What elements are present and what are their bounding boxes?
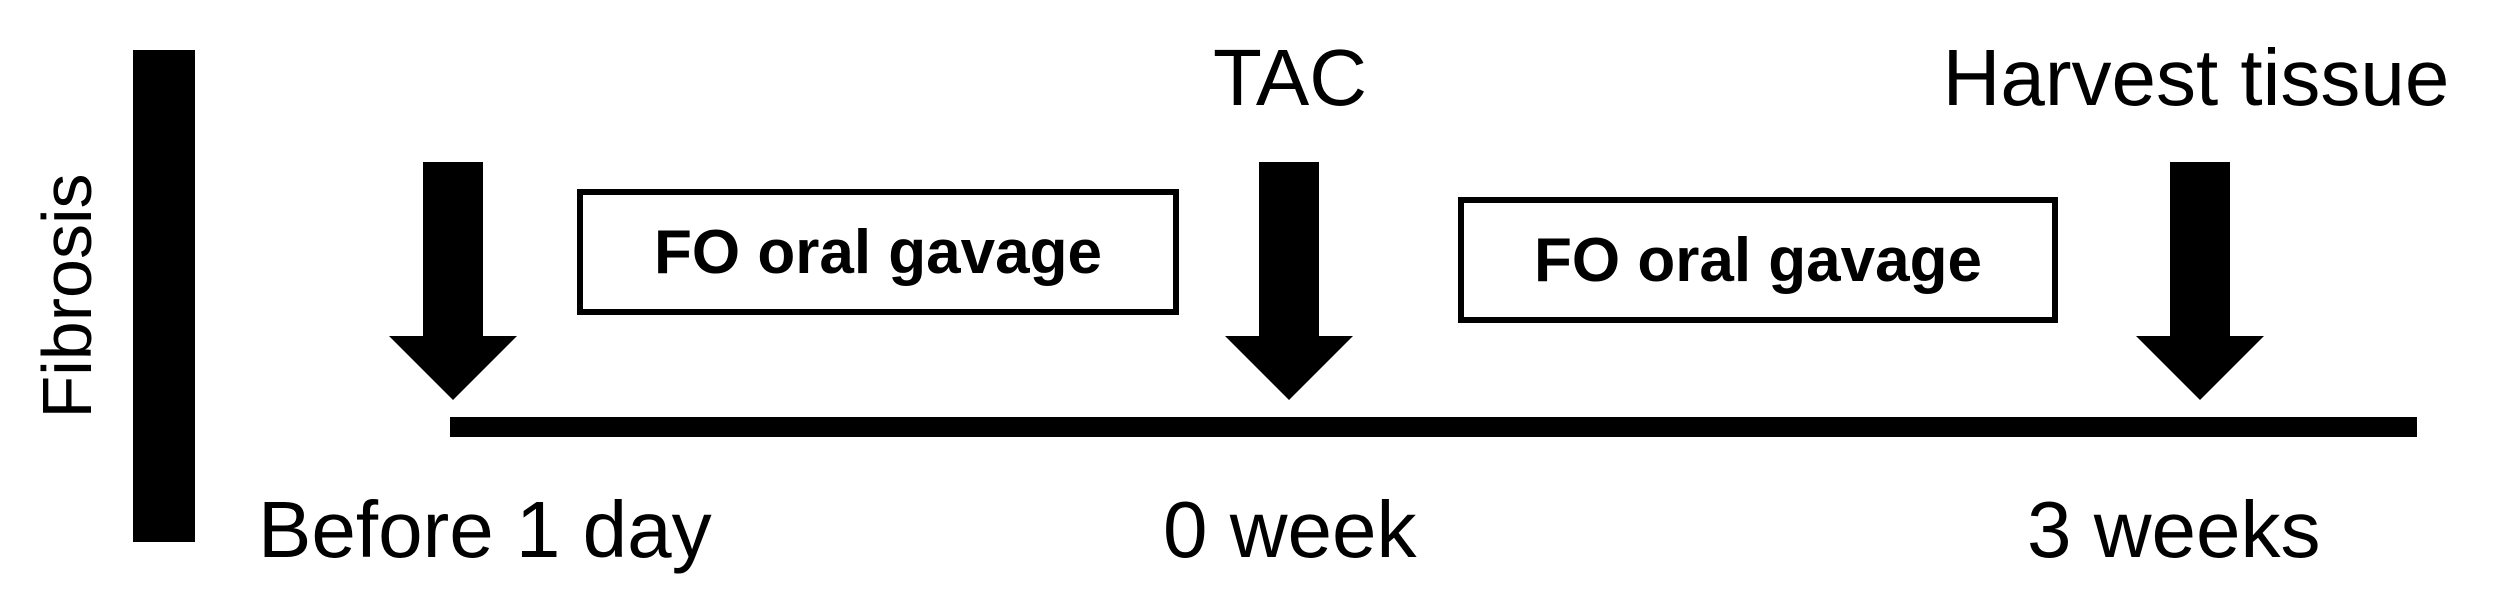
down-arrow-icon-harvest xyxy=(2136,162,2264,400)
group-bar xyxy=(133,50,195,542)
time-label-week0: 0 week xyxy=(1163,485,1417,574)
time-label-before: Before 1 day xyxy=(258,485,712,574)
time-label-week3: 3 weeks xyxy=(2027,485,2321,574)
treatment-box-post: FO oral gavage xyxy=(1458,197,2058,323)
group-label: Fibrosis xyxy=(28,173,106,419)
timeline-axis xyxy=(450,417,2417,437)
down-arrow-icon-start xyxy=(389,162,517,400)
down-arrow-icon-tac xyxy=(1225,162,1353,400)
event-label-tac: TAC xyxy=(1212,33,1368,122)
event-label-harvest: Harvest tissue xyxy=(1942,33,2450,122)
treatment-box-pre: FO oral gavage xyxy=(577,189,1179,315)
